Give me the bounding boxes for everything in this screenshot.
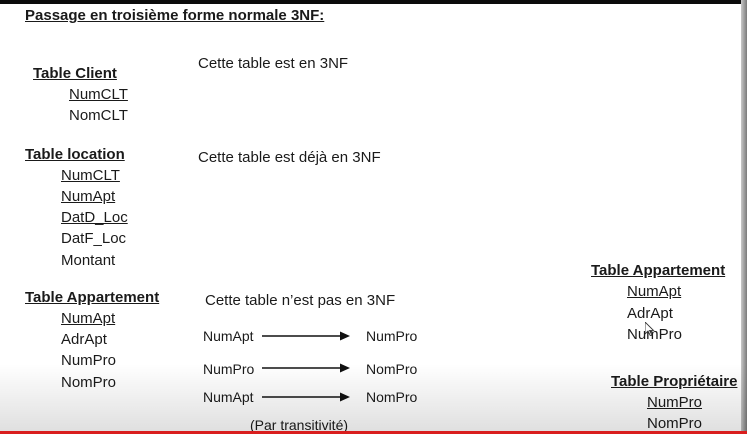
- location-table-title: Table location: [25, 146, 125, 163]
- appartement-table-note: Cette table n’est pas en 3NF: [205, 292, 396, 309]
- window-edge: [741, 0, 747, 434]
- client-table-note: Cette table est en 3NF: [198, 55, 349, 72]
- result-proprietaire-field-key: NumPro: [647, 394, 703, 411]
- dependency-target: NumPro: [366, 328, 418, 344]
- client-table-title: Table Client: [33, 65, 117, 82]
- appartement-field: NumPro: [61, 352, 117, 369]
- dependency-arrow: [262, 331, 350, 341]
- location-field-key: NumCLT: [61, 167, 120, 184]
- result-appartement-field-key: NumApt: [627, 283, 682, 300]
- location-field: Montant: [61, 252, 116, 269]
- transitivity-note: (Par transitivité): [250, 417, 349, 433]
- result-appartement-field: AdrApt: [627, 305, 673, 322]
- video-progress-bar[interactable]: [0, 431, 747, 434]
- appartement-field: NomPro: [61, 374, 117, 391]
- appartement-field: AdrApt: [61, 331, 107, 348]
- location-field-key: DatD_Loc: [61, 209, 128, 226]
- result-appartement-field: NumPro: [627, 326, 683, 343]
- dependency-arrow: [262, 392, 350, 402]
- result-appartement-title: Table Appartement: [591, 262, 726, 279]
- client-field-key: NumCLT: [69, 86, 128, 103]
- dependency-target: NomPro: [366, 389, 418, 405]
- location-field-key: NumApt: [61, 188, 116, 205]
- page-heading: Passage en troisième forme normale 3NF:: [25, 7, 325, 24]
- client-field: NomCLT: [69, 107, 128, 124]
- top-border: [0, 0, 747, 4]
- result-proprietaire-title: Table Propriétaire: [611, 373, 738, 390]
- mouse-cursor-icon: [645, 322, 655, 336]
- dependency-target: NomPro: [366, 361, 418, 377]
- appartement-field-key: NumApt: [61, 310, 116, 327]
- result-proprietaire-field: NomPro: [647, 415, 703, 432]
- dependency-source: NumApt: [203, 389, 254, 405]
- dependency-arrow: [262, 363, 350, 373]
- dependency-source: NumPro: [203, 361, 255, 377]
- appartement-table-title: Table Appartement: [25, 289, 160, 306]
- dependency-source: NumApt: [203, 328, 254, 344]
- location-table-note: Cette table est déjà en 3NF: [198, 149, 381, 166]
- location-field: DatF_Loc: [61, 230, 127, 247]
